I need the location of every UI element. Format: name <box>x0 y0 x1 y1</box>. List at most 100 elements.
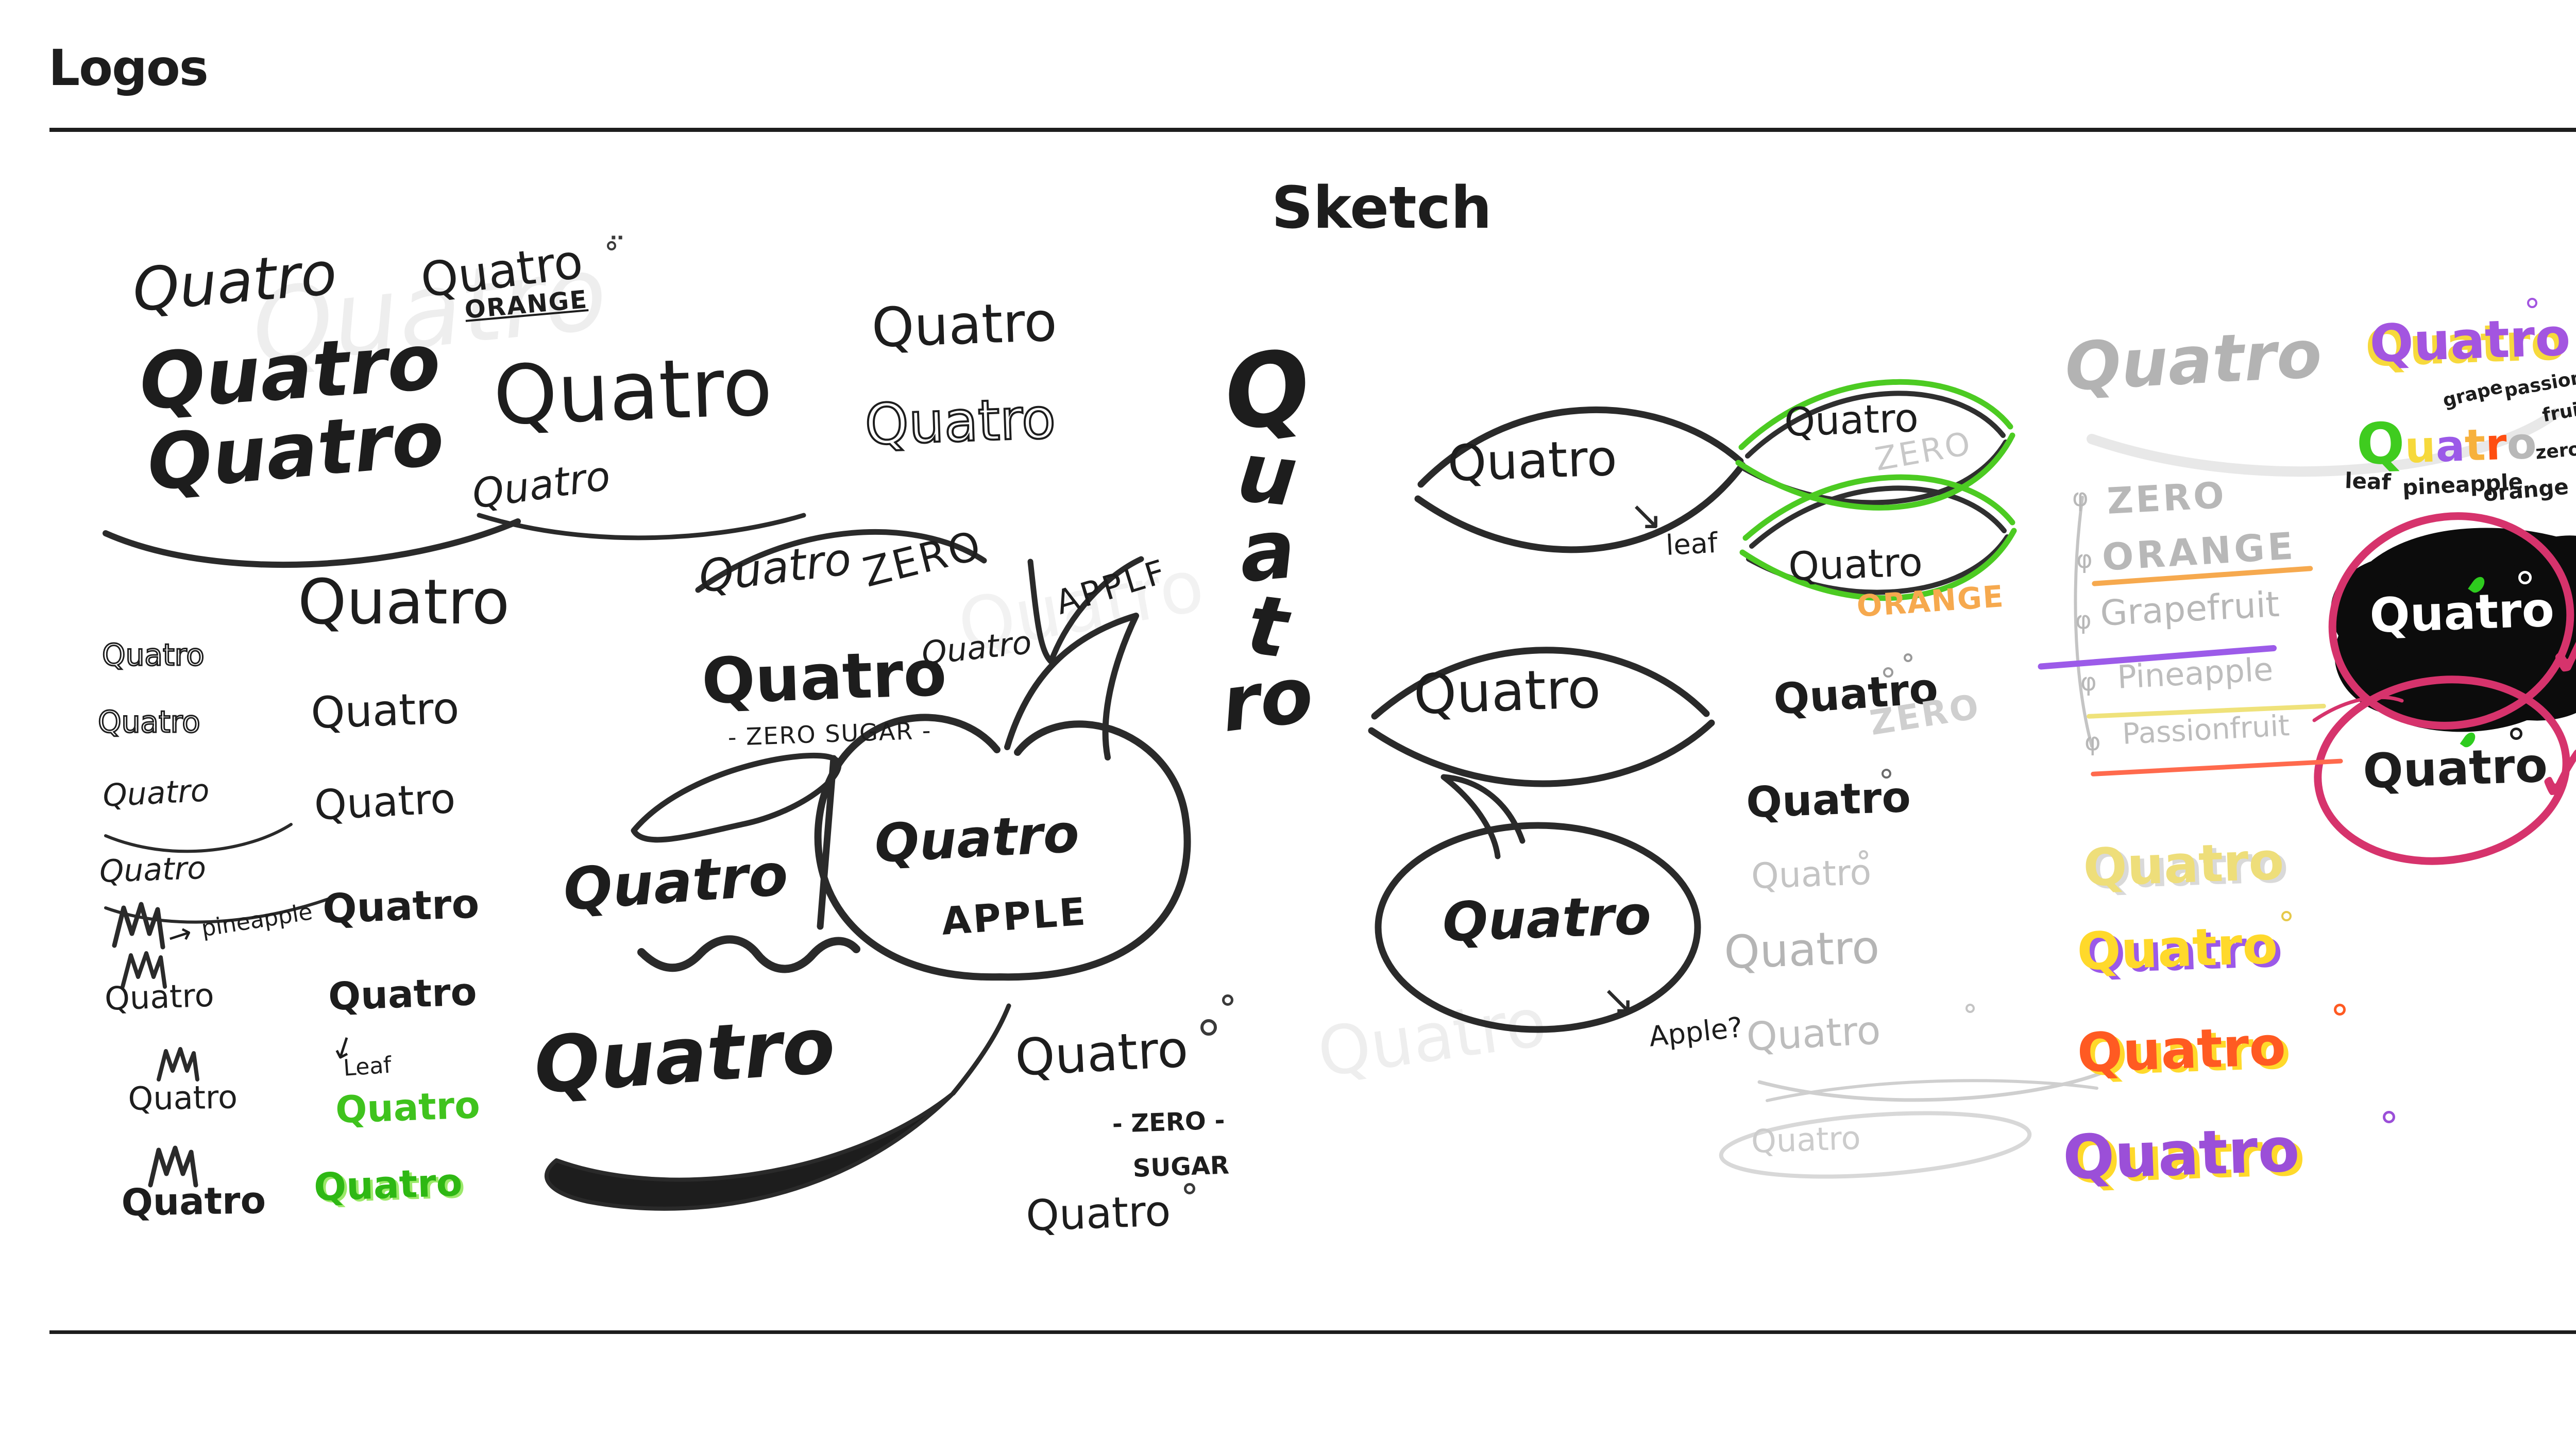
header-rule <box>49 128 2576 132</box>
bubble-dot <box>2527 298 2537 308</box>
leaf-logo-text: Quatro <box>1446 429 1618 493</box>
bubble-dot <box>1965 1004 1975 1013</box>
logo-sketch-outline: Quatro <box>101 637 206 672</box>
gray-underline-swoosh <box>1757 1071 2104 1102</box>
logo-sketch-print: Quatro <box>1025 1187 1172 1241</box>
multicolor-letter: o <box>2505 417 2538 469</box>
leaf-eye-outline <box>1414 462 1746 553</box>
bubble-dot <box>1904 653 1912 662</box>
swoosh-lens <box>545 1091 955 1211</box>
banner-outline <box>817 755 837 930</box>
logo-sketch-green: Quatro <box>313 1160 463 1210</box>
logo-sketch-gray: Quatro <box>1750 1119 1861 1160</box>
logo-sketch-print: Quatro <box>313 774 457 830</box>
logo-sketch-purple-yellow: Quatro <box>2368 307 2572 374</box>
bullet-connector <box>2074 496 2093 748</box>
section-title: Sketch <box>1272 175 1492 242</box>
arc-stroke <box>695 529 987 593</box>
leaf-label: leaf <box>1665 526 1719 562</box>
multicolor-letter: a <box>2434 420 2466 472</box>
arrow-down-right-icon: ↘ <box>1601 977 1635 1023</box>
logo-sketch-outline: Quatro <box>863 385 1058 459</box>
bubble-dot <box>1883 667 1893 678</box>
logo-sketch-print: Quatro <box>298 567 510 638</box>
arrow-down-right-icon: ↘ <box>1629 493 1663 539</box>
apple-stem <box>1440 774 1526 859</box>
pink-oval-outline <box>2314 675 2570 865</box>
logo-sketch-multicolor: Quatro <box>2355 410 2538 478</box>
logo-sketch-print: Quatro <box>1745 772 1912 827</box>
check-icon: ✓ <box>2526 721 2576 825</box>
multicolor-letter: t <box>2464 419 2486 471</box>
flavor-bullet-icon: φ <box>2072 483 2089 512</box>
apple-circle-outline <box>1375 822 1701 1033</box>
leaf-eye-outline <box>1417 407 1744 488</box>
pink-stray-stroke <box>2312 695 2404 722</box>
logo-sketch-print: Quatro <box>321 881 480 933</box>
leaf-eye-logo-text: Quatro <box>1783 394 1920 445</box>
leaf-small-label: leaf <box>2344 468 2392 495</box>
pineapple-crown-icon <box>121 951 167 989</box>
pineapple-crown-icon <box>148 1145 198 1188</box>
banner-logo-text: Quatro <box>561 841 790 924</box>
sugar-label: SUGAR <box>1132 1151 1230 1183</box>
zero-small-label: zero <box>2534 438 2576 464</box>
logo-sketch-script: Quatro <box>130 239 340 326</box>
pink-circle-outline <box>2328 512 2574 730</box>
logo-sketch-pineapple-q: Quatro <box>121 1178 266 1224</box>
apple-outline <box>814 714 1191 981</box>
flavor-bullet-icon: φ <box>2084 728 2101 756</box>
bubble-dot <box>1859 850 1868 859</box>
swoosh-stroke <box>104 823 293 853</box>
apple-logo-text: Quatro <box>1441 883 1652 954</box>
leaf-eye-outline <box>1371 647 1710 720</box>
bubble-dots: ¨ <box>608 230 626 272</box>
swoosh-stroke <box>103 518 521 568</box>
logo-sketch-gray: Quatro <box>1750 852 1872 897</box>
logo-sketch-gray: Quatro <box>1723 920 1880 979</box>
vertical-logo-sketch: Q u a t ro <box>1200 327 1334 750</box>
flavor-bullet-icon: φ <box>2080 668 2097 697</box>
leaf-eye-outline <box>1745 391 2006 459</box>
gray-swoosh <box>2087 408 2561 477</box>
logo-sketch-print: Quatro <box>492 339 774 444</box>
logo-sketch-gray: Quatro <box>1745 1007 1882 1060</box>
logo-sketch-green: Quatro <box>334 1083 481 1131</box>
logo-sketch-leaf-q: Quatro <box>327 969 478 1019</box>
gray-loop-ellipse <box>1719 1111 2032 1179</box>
logo-sketch-bold: Quatro <box>700 636 948 718</box>
swoosh-stroke <box>477 513 806 540</box>
leaf-eye-outline-green <box>1738 379 2013 450</box>
bubble-dot <box>607 241 616 250</box>
multicolor-letter: u <box>2403 421 2437 473</box>
footer-rule <box>49 1330 2576 1334</box>
logo-sketch-print: Quatro <box>310 682 460 738</box>
flavor-item-grapefruit: Grapefruit <box>2099 584 2281 634</box>
bubble-dot <box>2281 911 2292 921</box>
logo-sketch-print: Quatro <box>1013 1020 1190 1088</box>
blob-logo-text: Quatro <box>2368 582 2555 644</box>
check-curve-stroke <box>1027 556 1144 665</box>
logo-sketch-pale-yellow: Quatro <box>2082 831 2285 898</box>
leaf-eye-outline-green <box>1739 528 2017 601</box>
circled-logo-text: Quatro <box>2362 737 2549 799</box>
swoosh-tail <box>951 1003 1011 1096</box>
logo-sketch-purple-yellow-big: Quatro <box>2061 1113 2301 1193</box>
logo-sketch-script: Quatro <box>101 772 211 814</box>
logo-sketch-gray-script: Quatro <box>2063 315 2324 406</box>
leaf-eye-outline-green <box>1742 474 2015 541</box>
banner-wavy-edge <box>637 935 860 973</box>
multicolor-letter: r <box>2484 418 2508 470</box>
leaf-eye-outline <box>1368 719 1715 787</box>
bubble-dot <box>2518 571 2532 584</box>
zero-dashed-label: - ZERO - <box>1111 1106 1226 1139</box>
pineapple-crown-icon <box>112 902 165 950</box>
logo-sketch-print: Quatro <box>870 290 1058 360</box>
flavor-item-passionfruit: Passionfruit <box>2121 708 2291 751</box>
logo-sketch-yellow-purple: Quatro <box>2076 915 2279 982</box>
flavor-bullet-icon: φ <box>2076 545 2093 574</box>
leaf-eye-logo-text: Quatro <box>1787 538 1924 589</box>
gray-underline-swoosh <box>1766 1079 2098 1102</box>
bubble-dot <box>2334 1004 2346 1016</box>
